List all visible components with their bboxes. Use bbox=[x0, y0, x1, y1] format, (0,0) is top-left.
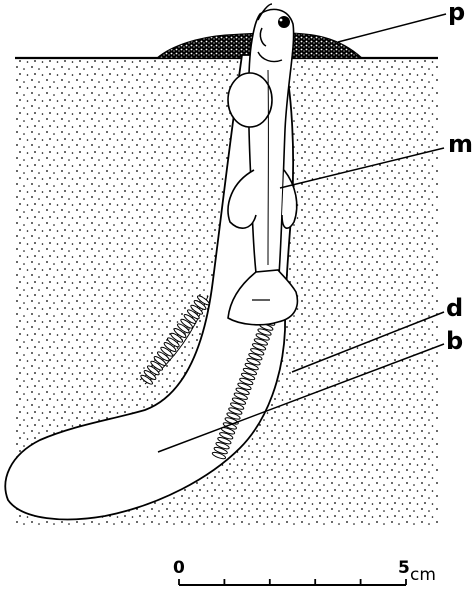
label-b: b bbox=[446, 327, 463, 355]
scale-bar-end-label: 5 bbox=[398, 558, 410, 578]
fish-eye bbox=[278, 16, 290, 28]
label-m: m bbox=[448, 130, 473, 158]
scale-bar-unit: cm bbox=[410, 565, 436, 585]
scale-bar-start-label: 0 bbox=[173, 558, 185, 578]
label-d: d bbox=[446, 294, 463, 322]
leader-line-p bbox=[338, 14, 446, 42]
label-p: p bbox=[448, 0, 465, 26]
fish-pectoral-fin bbox=[228, 73, 272, 127]
scale-bar bbox=[179, 579, 406, 585]
